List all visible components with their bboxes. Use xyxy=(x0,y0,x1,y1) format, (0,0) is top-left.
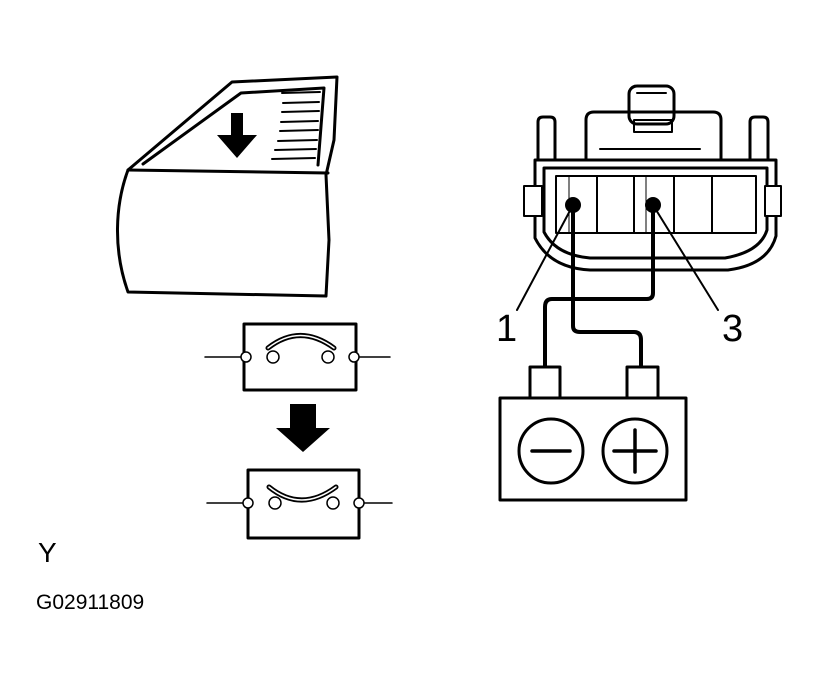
terminal-3-label: 3 xyxy=(722,308,744,350)
down-arrow-icon xyxy=(217,113,257,158)
terminal-1-label: 1 xyxy=(496,308,518,350)
figure-code-label: G02911809 xyxy=(36,591,145,614)
switch-state-lower xyxy=(206,468,393,540)
battery xyxy=(498,365,688,502)
switch-state-upper xyxy=(204,322,391,392)
leader-line-3 xyxy=(652,204,719,311)
negative-terminal-icon xyxy=(517,417,585,485)
down-arrow-icon xyxy=(276,404,330,452)
view-letter-label: Y xyxy=(38,537,57,568)
connector xyxy=(523,84,782,272)
car-door-illustration xyxy=(116,75,339,298)
positive-terminal-icon xyxy=(601,417,669,485)
test-leads xyxy=(543,204,655,370)
leader-line-1 xyxy=(516,204,574,311)
